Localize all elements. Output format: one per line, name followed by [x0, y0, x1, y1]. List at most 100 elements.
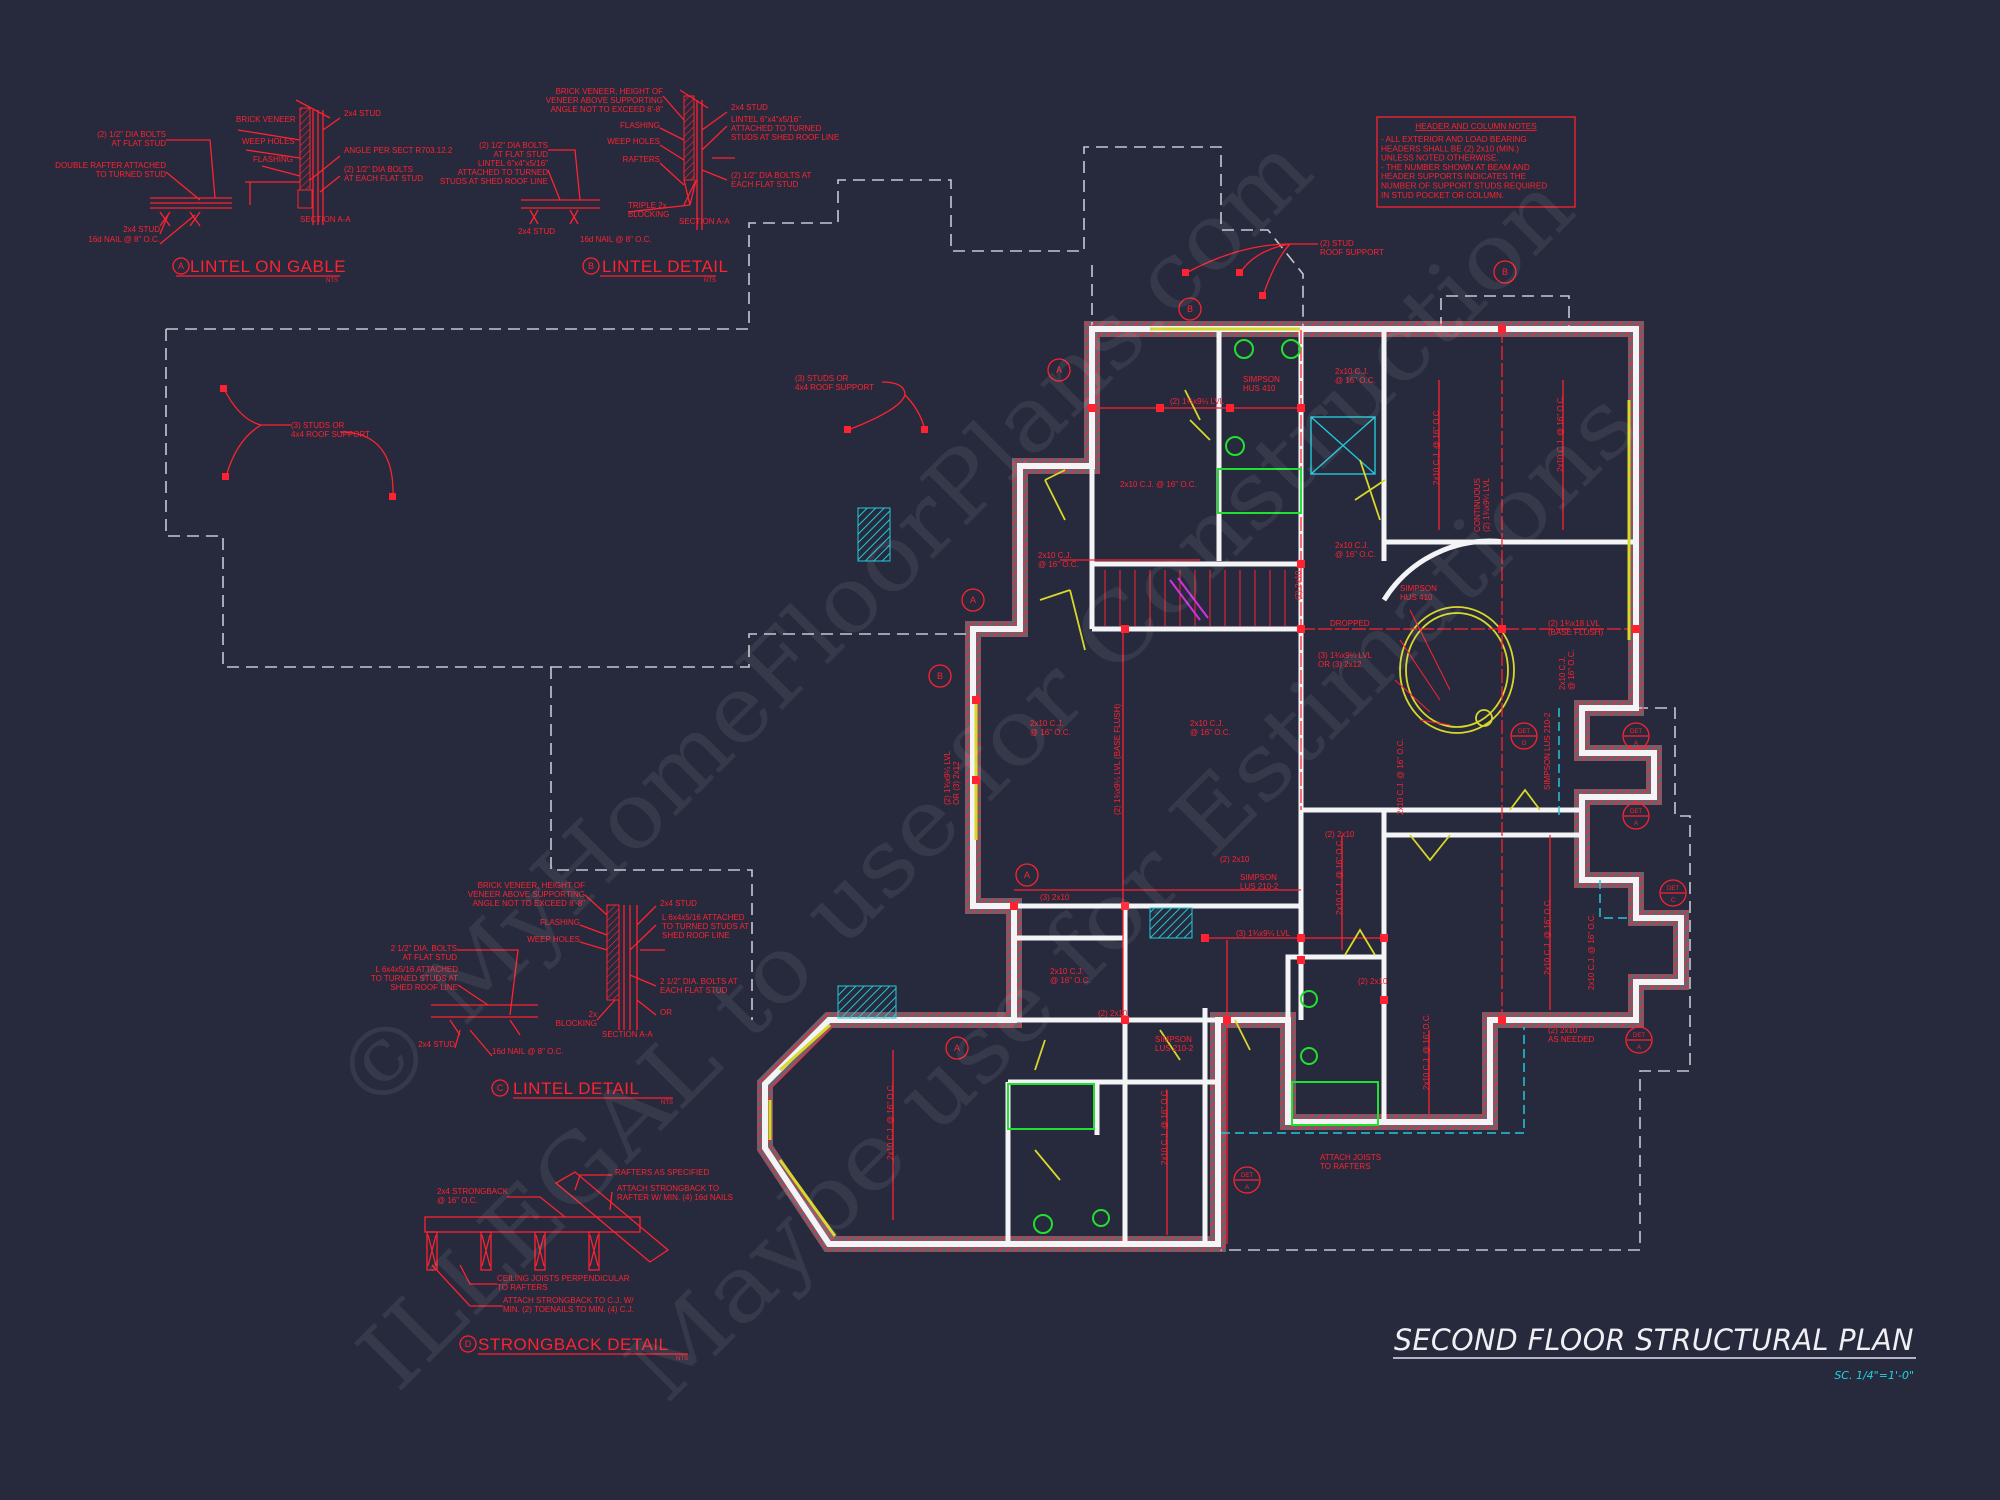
beam-label: 2x10 C.J.@ 16" O.C. — [1190, 719, 1231, 737]
detail-note-line: LINTEL 6"x4"x5/16" — [731, 115, 801, 124]
beam-label-line: HUS 410 — [1400, 593, 1433, 602]
stud-pocket — [1010, 902, 1018, 910]
stud-pocket — [1498, 625, 1506, 633]
beam-label: 2x10 C.J. @ 16" O.C. — [1422, 1013, 1431, 1090]
drawing-title-block: SECOND FLOOR STRUCTURAL PLAN SC. 1/4"=1'… — [1393, 1323, 1916, 1382]
beam-label-line: @ 16" O.C. — [1190, 728, 1231, 737]
header-note-line: NUMBER OF SUPPORT STUDS REQUIRED — [1381, 182, 1547, 191]
detail-note: WEEP HOLES — [527, 935, 580, 944]
detail-note-line: BRICK VENEER, HEIGHT OF — [556, 87, 664, 96]
detail-note-line: FLASHING — [253, 155, 293, 164]
stud-pocket — [1223, 1016, 1231, 1024]
detail-letter-circle — [582, 257, 600, 275]
beam-label-line: 2x10 C.J. @ 16" O.C. — [1120, 480, 1197, 489]
beam-label: 2x10 C.J. @ 16" O.C. — [1120, 480, 1197, 489]
detail-note: RAFTERS AS SPECIFIED — [615, 1168, 709, 1177]
detail-note-line: OR — [660, 1008, 672, 1017]
beam-label-line: 2x10 C.J. @ 16" O.C. — [1432, 408, 1441, 485]
detail-note-line: TO TURNED STUDS AT — [371, 974, 458, 983]
detail-note: FLASHING — [253, 155, 293, 164]
beam-label-line: SIMPSON LUS 210-2 — [1543, 712, 1552, 790]
detail-note-line: (2) 1/2" DIA BOLTS — [479, 141, 548, 150]
detail-note-line: SECTION A-A — [300, 215, 351, 224]
roof-support-note-line: (3) STUDS OR — [291, 421, 345, 430]
detail-scale: NTS — [326, 278, 338, 284]
beam-label-line: @ 16" O.C. — [1050, 976, 1091, 985]
detail-note: 2x4 STUD — [344, 109, 381, 118]
beam-label-line: (3) 2x10 — [1040, 893, 1070, 902]
detail-note-line: @ 16" O.C. — [437, 1196, 478, 1205]
section-marker — [928, 664, 952, 688]
roof-support-note-line: (3) STUDS OR — [795, 374, 849, 383]
watermark-text: ILLEGAL to use for Construction — [337, 153, 1594, 1410]
detail-a-drawing — [150, 99, 341, 277]
beam-label-line: (2) 1¾x9¼ LVL — [1170, 397, 1225, 406]
chimney — [857, 507, 891, 562]
detail-note-line: ANGLE PER SECT R703.12.2 — [344, 146, 453, 155]
detail-note-line: SHED ROOF LINE — [662, 931, 730, 940]
sink — [1033, 1214, 1053, 1234]
detail-note-line: RAFTERS AS SPECIFIED — [615, 1168, 709, 1177]
beam-label-line: 2x10 C.J. @ 16" O.C. — [1556, 395, 1565, 472]
beam-label-line: (2) 1¾x9¼ LVL — [1482, 477, 1491, 532]
detail-title: LINTEL DETAIL — [513, 1079, 639, 1098]
beam-label-line: CONTINUOUS — [1473, 478, 1482, 532]
stud-pocket — [1297, 934, 1305, 942]
detail-note-line: ANGLE NOT TO EXCEED 8'-8" — [473, 899, 586, 908]
beam-label: (2) 2x10 — [1098, 1009, 1128, 1018]
beam-label: 2x10 C.J.@ 16" O.C. — [1050, 967, 1091, 985]
detail-note-line: 2x4 STUD — [123, 225, 160, 234]
roof-outline — [165, 146, 1691, 1251]
beam-label-line: SIMPSON — [1155, 1035, 1192, 1044]
section-marker-label: A — [970, 595, 976, 605]
beam-label: 2x10 C.J.@ 16" O.C. — [1335, 367, 1376, 385]
bathtub — [1007, 1083, 1095, 1130]
detail-marker-top: DET — [1518, 729, 1530, 735]
detail-note-line: ATTACH STRONGBACK TO — [617, 1184, 719, 1193]
detail-note: LINTEL 6"x4"x5/16"ATTACHED TO TURNEDSTUD… — [731, 115, 839, 142]
roof-support-note-line: 4x4 ROOF SUPPORT — [291, 430, 370, 439]
section-marker-label: B — [1502, 267, 1508, 277]
section-marker — [1047, 358, 1071, 382]
beam-label: (2) 2x10 — [1358, 977, 1388, 986]
detail-note: FLASHING — [540, 918, 580, 927]
detail-note-line: MIN. (2) TOENAILS TO MIN. (4) C.J. — [503, 1305, 634, 1314]
stud-pocket — [972, 696, 980, 704]
detail-letter-circle — [172, 257, 190, 275]
beam-label-line: (3) 1¾x9¼ LVL — [1236, 929, 1291, 938]
beam-label-line: 2x10 C.J. @ 16" O.C. — [886, 1083, 895, 1160]
header-column-notes: HEADER AND COLUMN NOTES — [1376, 116, 1576, 208]
beam-label: (3) 1¾x9¼ LVL — [1236, 929, 1291, 938]
roof-support-note-line: ROOF SUPPORT — [1320, 248, 1384, 257]
beam-label-line: (BASE FLUSH) — [1548, 628, 1603, 637]
detail-marker-letter: A — [1634, 821, 1638, 827]
detail-marker — [1510, 722, 1538, 750]
detail-note-line: CEILING JOISTS PERPENDICULAR — [497, 1274, 630, 1283]
detail-letter-circle — [459, 1335, 477, 1353]
detail-note-line: 2x4 STRONGBACK — [437, 1187, 509, 1196]
detail-note-line: AT FLAT STUD — [493, 150, 548, 159]
detail-note-line: 16d NAIL @ 8" O.C. — [580, 235, 652, 244]
detail-marker — [1233, 1166, 1261, 1194]
stud-pocket — [1121, 902, 1129, 910]
section-marker — [945, 1036, 969, 1060]
detail-marker-top: DET — [1630, 729, 1642, 735]
detail-marker-top: DET — [1667, 886, 1679, 892]
detail-note-line: ATTACHED TO TURNED — [731, 124, 822, 133]
section-marker — [1015, 863, 1039, 887]
detail-note-line: (2) 1/2" DIA BOLTS AT — [731, 171, 811, 180]
detail-note-line: (2) 1/2" DIA BOLTS — [97, 130, 166, 139]
detail-note-line: 2 1/2" DIA. BOLTS — [391, 944, 457, 953]
stud-pocket — [1380, 996, 1388, 1004]
